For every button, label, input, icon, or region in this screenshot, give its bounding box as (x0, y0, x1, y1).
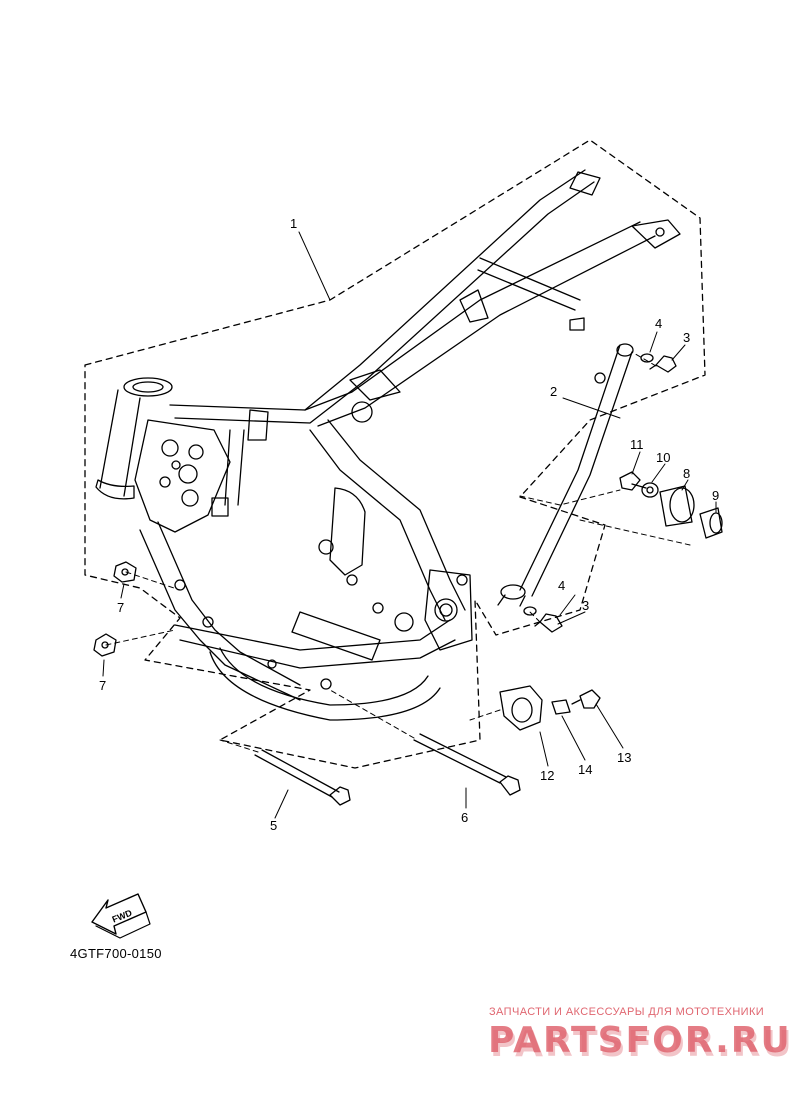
callout-10: 10 (656, 450, 670, 465)
rubber-bush-8 (659, 485, 695, 527)
washer-4-lower (523, 606, 537, 616)
callout-4-upper: 4 (655, 316, 662, 331)
bolt-3-upper (649, 355, 677, 373)
bolt-5 (254, 749, 351, 806)
washer-10 (641, 482, 659, 498)
callout-14: 14 (578, 762, 592, 777)
svg-text:PARTSFOR.RU: PARTSFOR.RU (490, 1024, 794, 1065)
bolt-13 (571, 689, 601, 709)
callout-4-lower: 4 (558, 578, 565, 593)
nut-7-upper (113, 561, 137, 583)
callout-7-upper: 7 (117, 600, 124, 615)
svg-text:PARTSFOR.RU: PARTSFOR.RU (488, 1020, 792, 1061)
collar-9 (699, 507, 723, 539)
subframe-stay (497, 343, 634, 607)
callout-13: 13 (617, 750, 631, 765)
callout-1: 1 (290, 216, 297, 231)
callout-2: 2 (550, 384, 557, 399)
engine-mount-12 (499, 685, 543, 731)
callout-5: 5 (270, 818, 277, 833)
callout-11: 11 (630, 437, 644, 452)
bolt-6 (413, 733, 521, 796)
forward-arrow-icon: FWD (91, 893, 151, 939)
explode-lines (105, 351, 691, 753)
nut-7-lower (93, 633, 117, 657)
callout-labels: 1 2 3 4 3 4 5 6 7 7 8 9 10 11 12 13 14 (99, 216, 719, 833)
main-frame (95, 169, 681, 721)
callout-8: 8 (683, 466, 690, 481)
callout-9: 9 (712, 488, 719, 503)
leader-lines (102, 231, 717, 819)
assembly-boundary (84, 139, 706, 769)
washer-4-upper (640, 353, 654, 363)
callout-7-lower: 7 (99, 678, 106, 693)
callout-6: 6 (461, 810, 468, 825)
callout-3-upper: 3 (683, 330, 690, 345)
drawing-code: 4GTF700-0150 (70, 946, 162, 961)
watermark-caption: ЗАПЧАСТИ И АКСЕССУАРЫ ДЛЯ МОТОТЕХНИКИ (489, 1006, 765, 1018)
bolt-11 (619, 471, 647, 491)
bolt-3-lower (534, 613, 563, 633)
callout-3-lower: 3 (582, 598, 589, 613)
callout-12: 12 (540, 768, 554, 783)
partsfor-logo: PARTSFOR.RU PARTSFOR.RU (488, 1020, 794, 1065)
collar-14 (551, 699, 571, 715)
